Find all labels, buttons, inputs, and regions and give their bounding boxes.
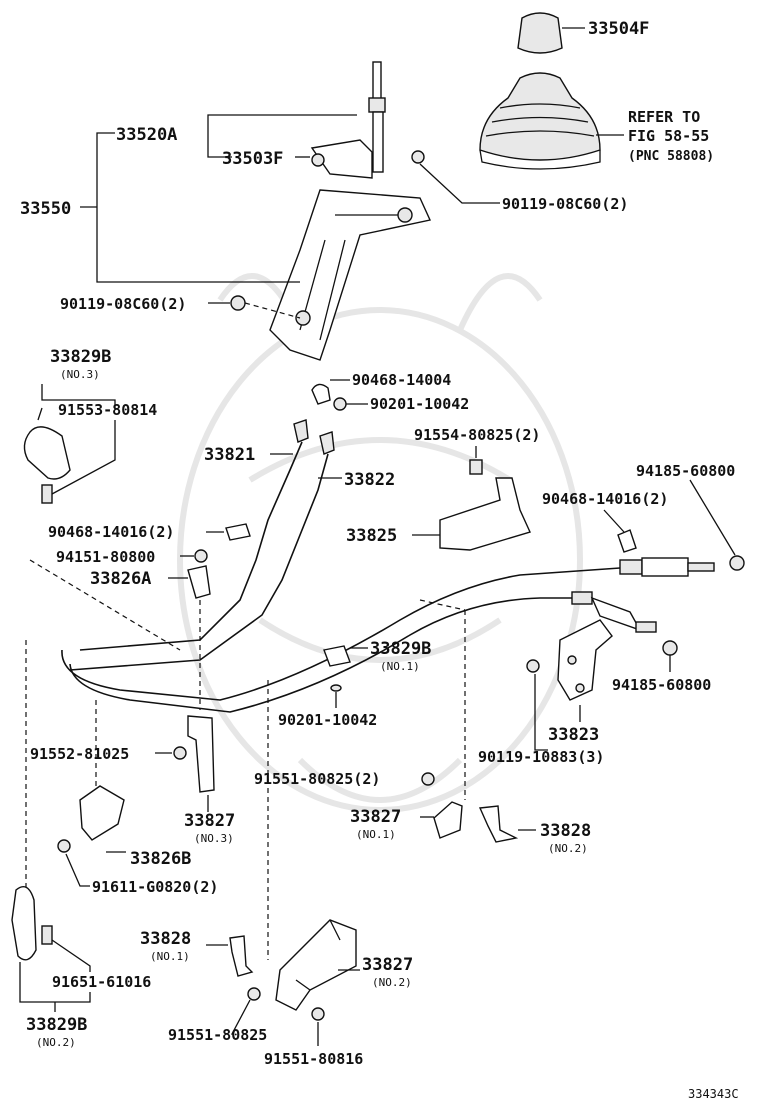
label-clip-left: 90468-14016(2) (48, 523, 174, 541)
label-refer-2: FIG 58-55 (628, 127, 709, 145)
label-clip-no1-sub: (NO.1) (380, 660, 420, 673)
lever-retainer-part[interactable] (310, 139, 373, 179)
label-cable-33821: 33821 (204, 445, 255, 465)
label-shift-knob: 33504F (588, 19, 649, 39)
clip-33829b-no2-part[interactable] (11, 886, 37, 961)
clip-33829b-no3-part[interactable] (23, 407, 71, 480)
label-clip-no3: 33829B (50, 347, 111, 367)
bolt-91553-part[interactable] (41, 484, 53, 504)
label-bracket-no2: 33827 (362, 955, 413, 975)
label-cable-33822: 33822 (344, 470, 395, 490)
bracket-33825-part[interactable] (439, 477, 531, 551)
shift-lever-rod[interactable] (368, 61, 386, 173)
nut-94185-bottom-part[interactable] (662, 640, 678, 656)
label-bolt-top-right: 90119-08C60(2) (502, 195, 628, 213)
bracket-33827-no1-part[interactable] (433, 801, 463, 839)
label-bolt-91551-bottom: 91551-80816 (264, 1050, 363, 1068)
label-bracket-no3: 33827 (184, 811, 235, 831)
label-bracket-33828-no1: 33828 (140, 929, 191, 949)
label-clip-no3-sub: (NO.3) (60, 368, 100, 381)
label-nut-94151: 94151-80800 (56, 548, 155, 566)
label-refer-3: (PNC 58808) (628, 149, 714, 164)
label-bracket-no1: 33827 (350, 807, 401, 827)
label-shift-lever-assy: 33550 (20, 199, 71, 219)
label-bolt-90119-10883: 90119-10883(3) (478, 748, 604, 766)
shift-boot-part[interactable] (479, 72, 601, 170)
shift-knob-part[interactable] (517, 12, 563, 54)
figure-number: 334343C (688, 1087, 739, 1101)
label-bracket-33828-no2: 33828 (540, 821, 591, 841)
bracket-33827-no2-part[interactable] (275, 919, 357, 1011)
label-bracket-33823: 33823 (548, 725, 599, 745)
label-clip-no1: 33829B (370, 639, 431, 659)
label-bracket-no3-sub: (NO.3) (194, 832, 234, 845)
bracket-33823-part[interactable] (557, 619, 613, 701)
clip-90468-14004-part[interactable] (311, 383, 331, 405)
label-bolt-91651: 91651-61016 (52, 973, 151, 991)
label-clip-no2: 33829B (26, 1015, 87, 1035)
cable-end-right-upper[interactable] (619, 557, 715, 577)
clip-33829b-no1-part[interactable] (323, 645, 351, 667)
bolt-91551-bottom-part[interactable] (311, 1007, 325, 1021)
label-washer-top: 90201-10042 (370, 395, 469, 413)
bolt-91552-part[interactable] (173, 746, 187, 760)
clip-90468-14016-left-part[interactable] (225, 523, 251, 541)
label-bracket-33828-no2-sub: (NO.2) (548, 842, 588, 855)
label-clamp-33826b: 33826B (130, 849, 191, 869)
label-clamp-33826a: 33826A (90, 569, 151, 589)
nut-94151-part[interactable] (194, 549, 208, 563)
clamp-33826b-part[interactable] (79, 785, 125, 841)
label-refer-1: REFER TO (628, 108, 700, 126)
label-nut-top: 94185-60800 (636, 462, 735, 480)
shift-lever-housing[interactable] (269, 189, 431, 361)
label-clip-no2-sub: (NO.2) (36, 1036, 76, 1049)
label-clip-90468-14004: 90468-14004 (352, 371, 451, 389)
bolt-91554-part[interactable] (469, 459, 483, 475)
label-bolt-91553: 91553-80814 (58, 401, 157, 419)
clip-90468-14016-right-part[interactable] (617, 529, 637, 553)
label-bracket-no1-sub: (NO.1) (356, 828, 396, 841)
nut-94185-top-part[interactable] (729, 555, 745, 571)
label-bolt-91551-mid: 91551-80825(2) (254, 770, 380, 788)
bracket-33828-no2-part[interactable] (478, 805, 519, 843)
clamp-33826a-part[interactable] (187, 565, 211, 599)
bolt-91611-part[interactable] (57, 839, 71, 853)
label-washer-mid: 90201-10042 (278, 711, 377, 729)
label-bracket-33828-no1-sub: (NO.1) (150, 950, 190, 963)
label-bolt-91554: 91554-80825(2) (414, 426, 540, 444)
label-bolt-91611: 91611-G0820(2) (92, 878, 218, 896)
bolt-91551-bottom-left-part[interactable] (247, 987, 261, 1001)
label-nut-bottom: 94185-60800 (612, 676, 711, 694)
label-bolt-left: 90119-08C60(2) (60, 295, 186, 313)
washer-90201-mid-part[interactable] (330, 684, 342, 692)
cable-end-right-lower[interactable] (571, 591, 657, 633)
label-lever-sub-a: 33520A (116, 125, 177, 145)
bracket-33827-no3-part[interactable] (187, 715, 215, 793)
bolt-91551-mid-part[interactable] (421, 772, 435, 786)
bolt-90119-10883-part[interactable] (526, 659, 540, 673)
bracket-33828-no1-part[interactable] (229, 935, 254, 977)
cable-33822-part[interactable] (69, 431, 335, 671)
bolt-90119-left-part[interactable] (230, 295, 246, 311)
label-bracket-33825: 33825 (346, 526, 397, 546)
bolt-90119-top-part[interactable] (411, 150, 425, 164)
label-clip-right: 90468-14016(2) (542, 490, 668, 508)
bolt-91651-part[interactable] (41, 925, 53, 945)
washer-90201-top-part[interactable] (333, 397, 347, 411)
label-lever-retainer: 33503F (222, 149, 283, 169)
label-bracket-no2-sub: (NO.2) (372, 976, 412, 989)
label-bolt-91551-bottom-left: 91551-80825 (168, 1026, 267, 1044)
label-bolt-91552: 91552-81025 (30, 745, 129, 763)
